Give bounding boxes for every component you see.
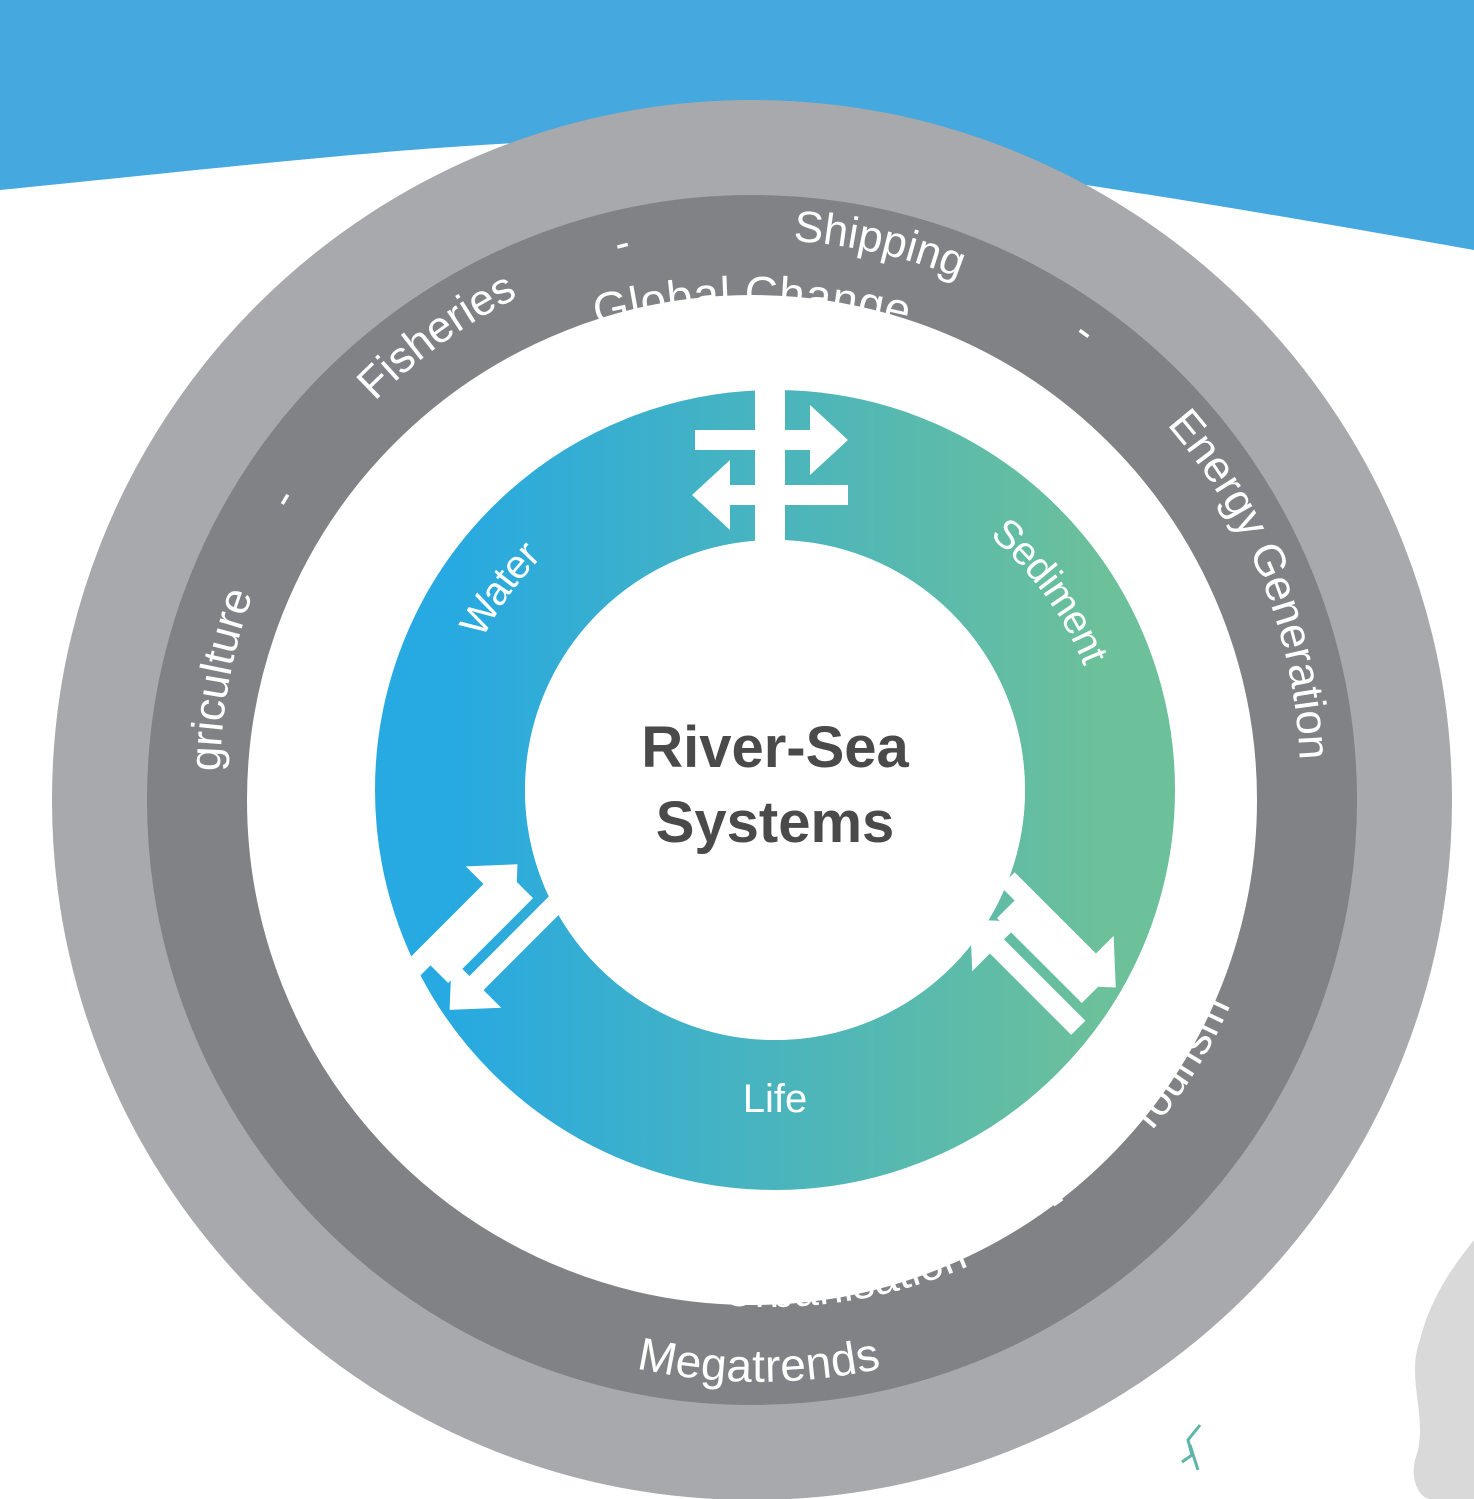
center-title-line1: River-Sea <box>641 715 909 780</box>
exchange-arrows-right-icon <box>970 872 1116 1035</box>
middle-ring <box>147 195 1357 1405</box>
center-disc <box>525 540 1025 1040</box>
separator-4: - <box>635 1252 662 1303</box>
outer-ring <box>52 100 1452 1499</box>
decorative-blob <box>1413 1240 1474 1499</box>
global-change-label: Global Change <box>588 266 917 337</box>
small-figure-icon <box>1181 1424 1202 1471</box>
center-title-line2: Systems <box>656 790 895 855</box>
life-label: Life <box>743 1077 808 1121</box>
exchange-arrows-top-icon <box>692 390 848 550</box>
exchange-arrows-left-icon <box>402 864 565 1010</box>
